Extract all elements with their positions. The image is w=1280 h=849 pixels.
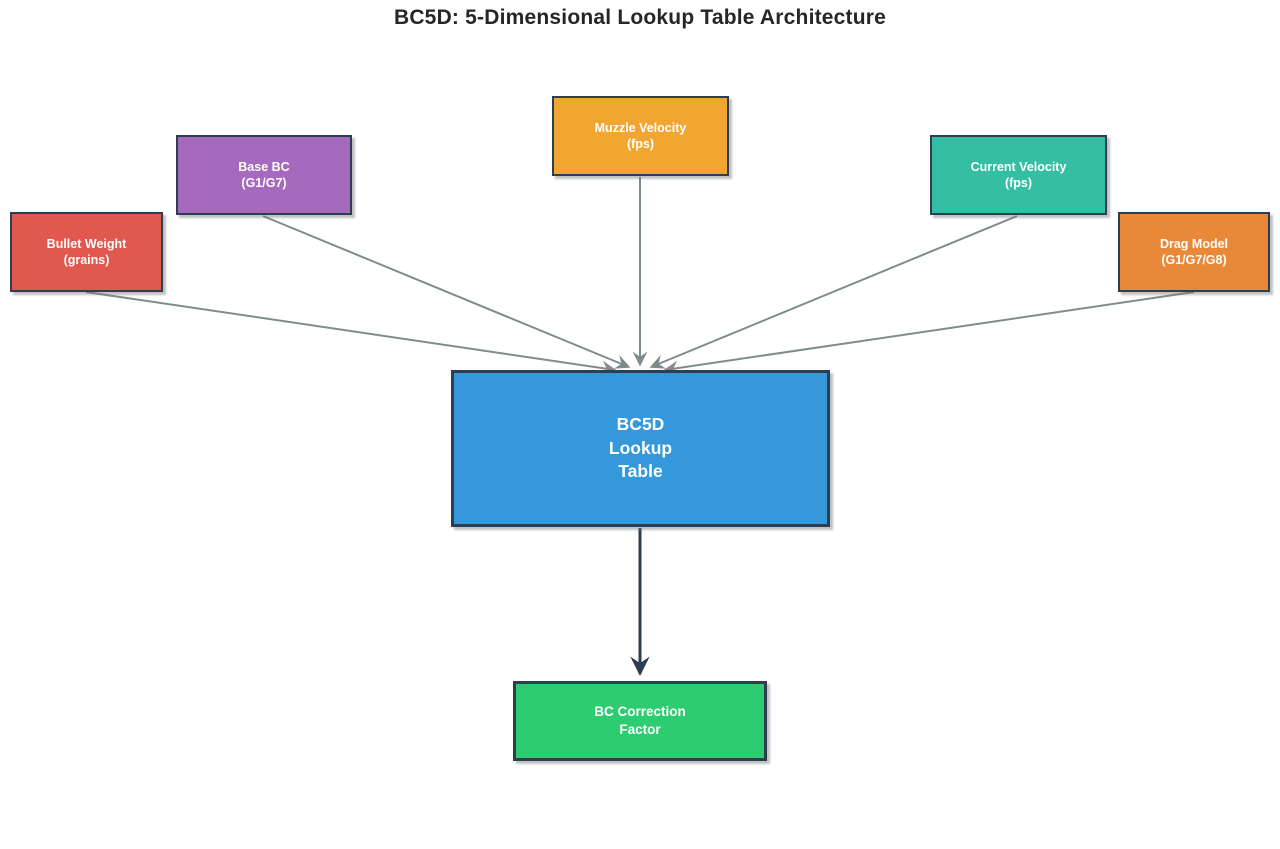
node-base-bc: Base BC (G1/G7) (176, 135, 352, 215)
edge-bullet-weight-to-lookup (85, 291, 617, 376)
edge-current-velocity-to-lookup (649, 215, 1018, 369)
edge-drag-model-to-lookup (663, 291, 1195, 376)
edge-base-bc-to-lookup (262, 215, 631, 369)
diagram-title: BC5D: 5-Dimensional Lookup Table Archite… (393, 6, 887, 29)
node-bc-correction-factor: BC Correction Factor (513, 681, 767, 761)
node-bullet-weight: Bullet Weight (grains) (10, 212, 163, 292)
node-drag-model: Drag Model (G1/G7/G8) (1118, 212, 1270, 292)
node-current-velocity: Current Velocity (fps) (930, 135, 1107, 215)
node-muzzle-velocity: Muzzle Velocity (fps) (552, 96, 729, 176)
node-bc5d-lookup-table: BC5D Lookup Table (451, 370, 830, 527)
